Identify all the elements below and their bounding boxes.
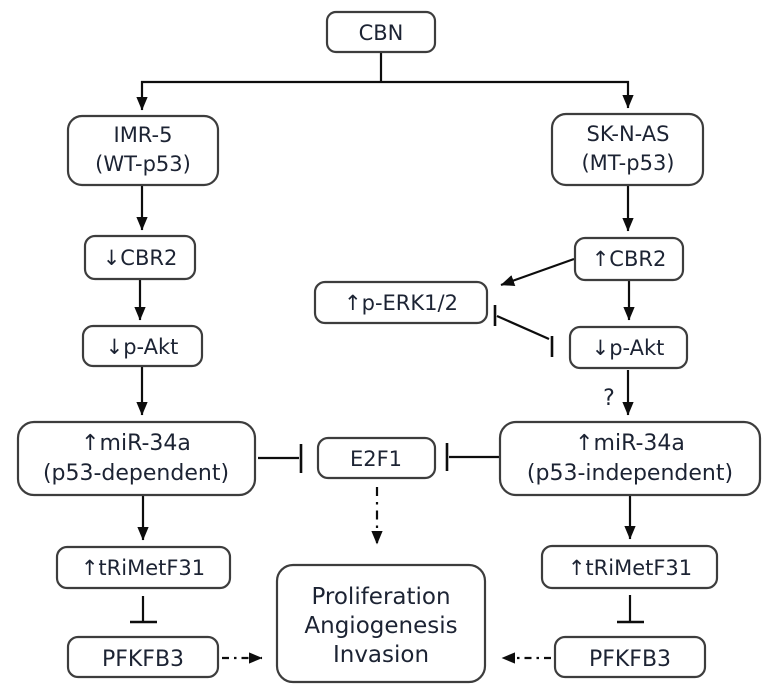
node-mir34a-right-label-line2: (p53-independent) (527, 461, 733, 486)
node-cbn-box (325, 10, 437, 54)
node-e2f1-label: E2F1 (350, 447, 402, 471)
node-trimetf31-right-box (540, 544, 719, 590)
node-trimetf31-left-label: ↑tRiMetF31 (81, 556, 205, 580)
node-perk: ↑p-ERK1/2 (313, 280, 489, 325)
node-e2f1: E2F1 (316, 436, 437, 480)
nodes: CBN IMR-5 (WT-p53) SK-N-AS (MT-p53) ↓CBR… (16, 10, 762, 684)
node-mir34a-right-label-line1: ↑miR-34a (575, 431, 685, 456)
question-mark-label: ? (603, 386, 615, 411)
node-sknas-label-line2: (MT-p53) (581, 151, 674, 175)
node-outcome-label-line1: Proliferation (311, 584, 450, 610)
inhibition-mir34a-left-e2f1 (258, 444, 303, 473)
node-mir34a-left-label-line2: (p53-dependent) (43, 461, 229, 486)
node-pakt-right-label: ↓p-Akt (592, 336, 665, 360)
inhibition-perk-pakt-mutual (493, 305, 554, 357)
node-outcome: Proliferation Angiogenesis Invasion (275, 563, 487, 684)
node-imr5: IMR-5 (WT-p53) (66, 114, 220, 187)
node-mir34a-left: ↑miR-34a (p53-dependent) (16, 420, 257, 497)
inhibition-mir34a-right-e2f1 (445, 443, 499, 471)
node-pakt-right-box (568, 325, 689, 370)
node-cbr2-down: ↓CBR2 (83, 234, 197, 281)
node-cbr2-up-box (573, 236, 685, 282)
node-perk-box (313, 280, 489, 325)
node-outcome-box (275, 563, 487, 684)
node-e2f1-box (316, 436, 437, 480)
arrow-cbr2-up-to-perk (500, 257, 575, 287)
node-pfkfb3-right: PFKFB3 (553, 635, 707, 679)
node-imr5-label-line1: IMR-5 (114, 123, 173, 147)
node-pakt-left-label: ↓p-Akt (106, 335, 179, 359)
node-sknas-box (550, 112, 705, 187)
node-mir34a-left-box (16, 420, 257, 497)
node-sknas: SK-N-AS (MT-p53) (550, 112, 705, 187)
node-trimetf31-left: ↑tRiMetF31 (55, 545, 232, 590)
node-pakt-right: ↓p-Akt (568, 325, 689, 370)
node-sknas-label-line1: SK-N-AS (587, 122, 670, 146)
node-outcome-label-line3: Invasion (333, 642, 429, 668)
inhibition-line (496, 314, 550, 341)
node-cbn-label: CBN (359, 21, 404, 45)
node-perk-label: ↑p-ERK1/2 (344, 291, 458, 315)
node-mir34a-right: ↑miR-34a (p53-independent) (498, 420, 762, 497)
node-imr5-label-line2: (WT-p53) (95, 152, 191, 176)
node-pakt-left-box (81, 324, 204, 368)
node-trimetf31-left-box (55, 545, 232, 590)
node-pfkfb3-left-box (66, 635, 220, 679)
node-pfkfb3-left-label: PFKFB3 (102, 647, 184, 672)
node-imr5-box (66, 114, 220, 187)
node-outcome-label-line2: Angiogenesis (304, 613, 457, 639)
node-cbr2-up-label: ↑CBR2 (592, 247, 667, 271)
node-cbr2-down-box (83, 234, 197, 281)
node-cbr2-down-label: ↓CBR2 (103, 246, 178, 270)
node-cbn: CBN (325, 10, 437, 54)
node-pakt-left: ↓p-Akt (81, 324, 204, 368)
node-pfkfb3-right-box (553, 635, 707, 679)
node-trimetf31-right: ↑tRiMetF31 (540, 544, 719, 590)
node-cbr2-up: ↑CBR2 (573, 236, 685, 282)
connectors: ? (130, 51, 644, 664)
node-trimetf31-right-label: ↑tRiMetF31 (568, 556, 692, 580)
node-mir34a-right-box (498, 420, 762, 497)
node-pfkfb3-left: PFKFB3 (66, 635, 220, 679)
inhibition-trimetf31-right-pfkfb3 (617, 595, 644, 624)
node-mir34a-left-label-line1: ↑miR-34a (81, 431, 191, 456)
inhibition-trimetf31-left-pfkfb3 (130, 596, 157, 624)
node-pfkfb3-right-label: PFKFB3 (589, 647, 671, 672)
